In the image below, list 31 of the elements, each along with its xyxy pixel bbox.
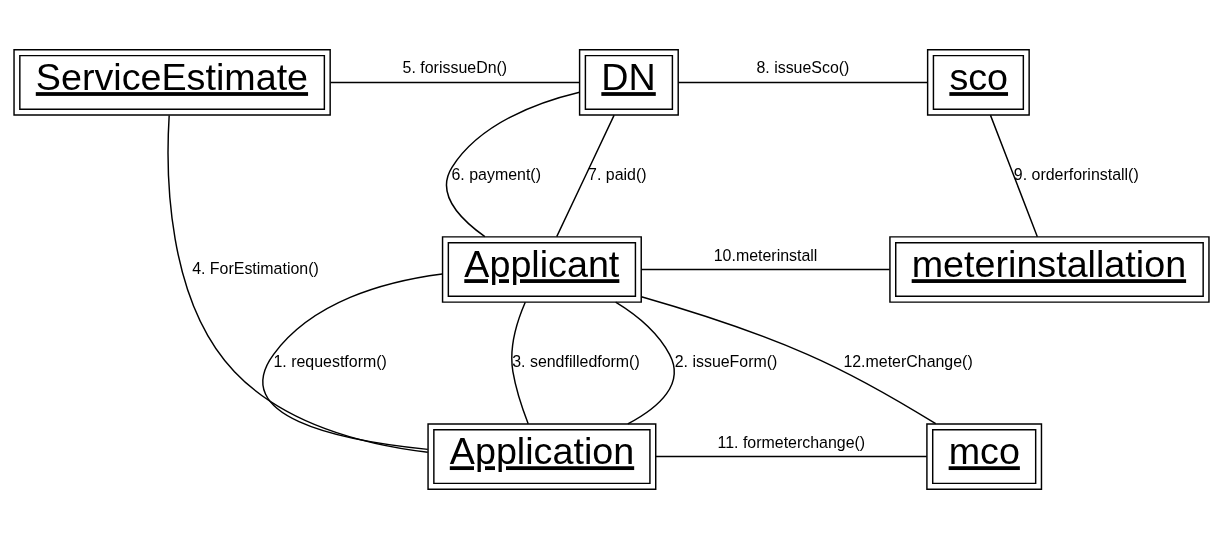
connector	[989, 114, 1039, 238]
node-box: DN	[578, 49, 679, 116]
node-box: sco	[926, 49, 1030, 116]
edge-label: 9. orderforinstall()	[1013, 166, 1139, 184]
edge-label: 6. payment()	[451, 166, 541, 184]
node-box: Application	[427, 423, 657, 490]
edge-label: 8. issueSco()	[756, 59, 850, 77]
connector	[614, 301, 675, 425]
edge-label: 1. requestform()	[273, 353, 387, 371]
node-box: meterinstallation	[889, 236, 1210, 303]
connector	[167, 114, 429, 453]
connector	[677, 81, 929, 84]
connector	[655, 455, 928, 458]
connector	[445, 91, 581, 238]
edge-label: 7. paid()	[588, 166, 647, 184]
node-box: ServiceEstimate	[13, 49, 331, 116]
connector	[511, 301, 529, 425]
node-box: mco	[926, 423, 1043, 490]
node-box: Applicant	[441, 236, 642, 303]
connector	[262, 273, 443, 451]
connector	[640, 296, 937, 425]
edge-label: 2. issueForm()	[674, 353, 778, 371]
connector	[329, 81, 580, 84]
edge-label: 4. ForEstimation()	[192, 259, 319, 277]
edge-label: 10.meterinstall	[713, 246, 818, 264]
edge-label: 11. formeterchange()	[717, 433, 866, 451]
connector	[640, 268, 891, 271]
edge-label: 12.meterChange()	[843, 353, 973, 371]
edge-label: 3. sendfilledform()	[512, 353, 640, 371]
connector	[556, 114, 615, 238]
edge-label: 5. forissueDn()	[402, 59, 508, 77]
